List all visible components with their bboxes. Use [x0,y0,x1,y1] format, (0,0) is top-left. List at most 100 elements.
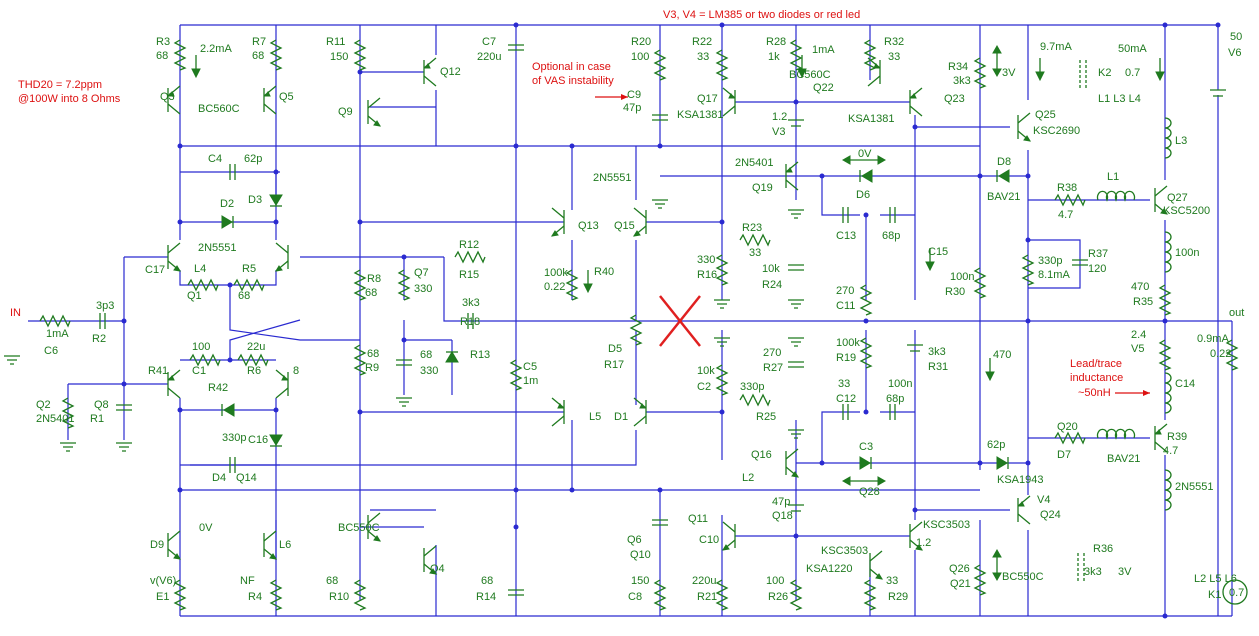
r7-resistor [269,39,283,71]
component-label: 100 [766,575,784,587]
v4-reference [788,504,804,512]
r4-resistor [173,579,187,611]
l2-inductor [1096,428,1136,440]
component-label: R9 [365,362,379,374]
component-label: 100n [950,271,974,283]
component-label: Q23 [944,93,965,105]
component-label: 120 [1088,263,1106,275]
component-label: R42 [208,382,228,394]
component-label: Q4 [430,563,445,575]
q27-transistor [1154,185,1168,215]
junction-dots [121,22,1221,619]
r25-resistor [715,364,729,396]
component-label: V4 [1037,494,1050,506]
ground-symbol [788,337,804,347]
component-label: Q26 [949,563,970,575]
q5-transistor [263,85,277,115]
component-label: R40 [594,266,614,278]
component-label: Q21 [950,578,971,590]
component-label: 4.7 [1163,445,1178,457]
component-label: C17 [145,264,165,276]
component-label: KSC5200 [1163,205,1210,217]
r20-resistor [653,49,667,81]
component-label: 330p [740,381,764,393]
component-label: Q1 [187,290,202,302]
r36-resistor [973,564,987,596]
component-label: R38 [1057,182,1077,194]
ground-symbol [652,199,668,209]
r42-resistor [1225,339,1239,371]
r24-resistor [715,254,729,286]
component-label: 2N5401 [735,157,774,169]
component-label: 3k3 [953,75,971,87]
component-label: C9 [627,89,641,101]
component-label: 0.22 [1210,348,1231,360]
component-label: 0.7 [1125,67,1140,79]
component-label: R32 [884,36,904,48]
r14-resistor [353,579,367,611]
component-label: Q24 [1040,509,1061,521]
component-label: R24 [762,279,782,291]
component-label: C3 [859,441,873,453]
q13-transistor [551,207,565,237]
component-label: NF [240,575,255,587]
q18-transistor [722,521,736,551]
component-label: 0V [858,148,872,160]
component-label: V5 [1131,343,1144,355]
c14-capacitor [842,404,849,420]
component-label: D9 [150,539,164,551]
component-label: 3p3 [96,300,114,312]
component-label: 0.22 [544,281,565,293]
c16-capacitor [889,404,896,420]
r37-resistor [1021,254,1035,286]
q14-transistor [551,397,565,427]
q3-transistor [167,85,181,115]
r10-resistor [269,579,283,611]
component-label: V3 [772,126,785,138]
component-label: 8.1mA [1038,269,1070,281]
component-label: 100 [192,341,210,353]
component-label: Q16 [751,449,772,461]
v3-reference [788,119,804,127]
lead-note-line3: ~50nH [1078,387,1111,399]
component-label: K1 [1208,589,1221,601]
ground-symbol [714,337,730,347]
component-label: 33 [0,0,12,3]
r31-resistor [859,337,873,369]
component-label: R6 [247,365,261,377]
c3-capacitor [229,457,236,473]
q2-transistor [167,369,181,399]
component-label: L1 L3 L4 [1098,93,1141,105]
q9-transistor [367,97,381,127]
component-label: Q28 [859,486,880,498]
component-label: C10 [699,534,719,546]
component-label: 270 [763,347,781,359]
component-label: BC550C [338,522,380,534]
r34-resistor [973,57,987,89]
q6-transistor [263,530,277,560]
component-label: 68 [481,575,493,587]
lead-note-line1: Lead/trace [1070,358,1122,370]
component-label: 68p [882,230,900,242]
component-label: R1 [90,413,104,425]
supply-value: 50 [1230,31,1242,43]
component-label: C12 [836,393,856,405]
component-label: 68 [156,50,168,62]
current-arrow-r3 [191,55,201,79]
component-label: 330p [1038,255,1062,267]
d5-diode [445,351,459,363]
component-label: BAV21 [1107,453,1140,465]
component-label: L4 [194,263,206,275]
component-label: 68 [238,290,250,302]
component-label: D5 [608,343,622,355]
component-label: BC550C [1002,571,1044,583]
component-label: 3V [1118,566,1132,578]
c13-capacitor [842,207,849,223]
zero-volt-arrow-bottom [841,476,887,486]
supply-source-v6 [1210,89,1226,97]
component-labels: R3682.2mAQ3BC560CR768Q5R11150Q12Q9C7220u… [0,0,1244,603]
component-label: R2 [92,333,106,345]
component-label: 68 [367,348,379,360]
component-label: C1 [192,365,206,377]
c6-capacitor [467,313,474,329]
